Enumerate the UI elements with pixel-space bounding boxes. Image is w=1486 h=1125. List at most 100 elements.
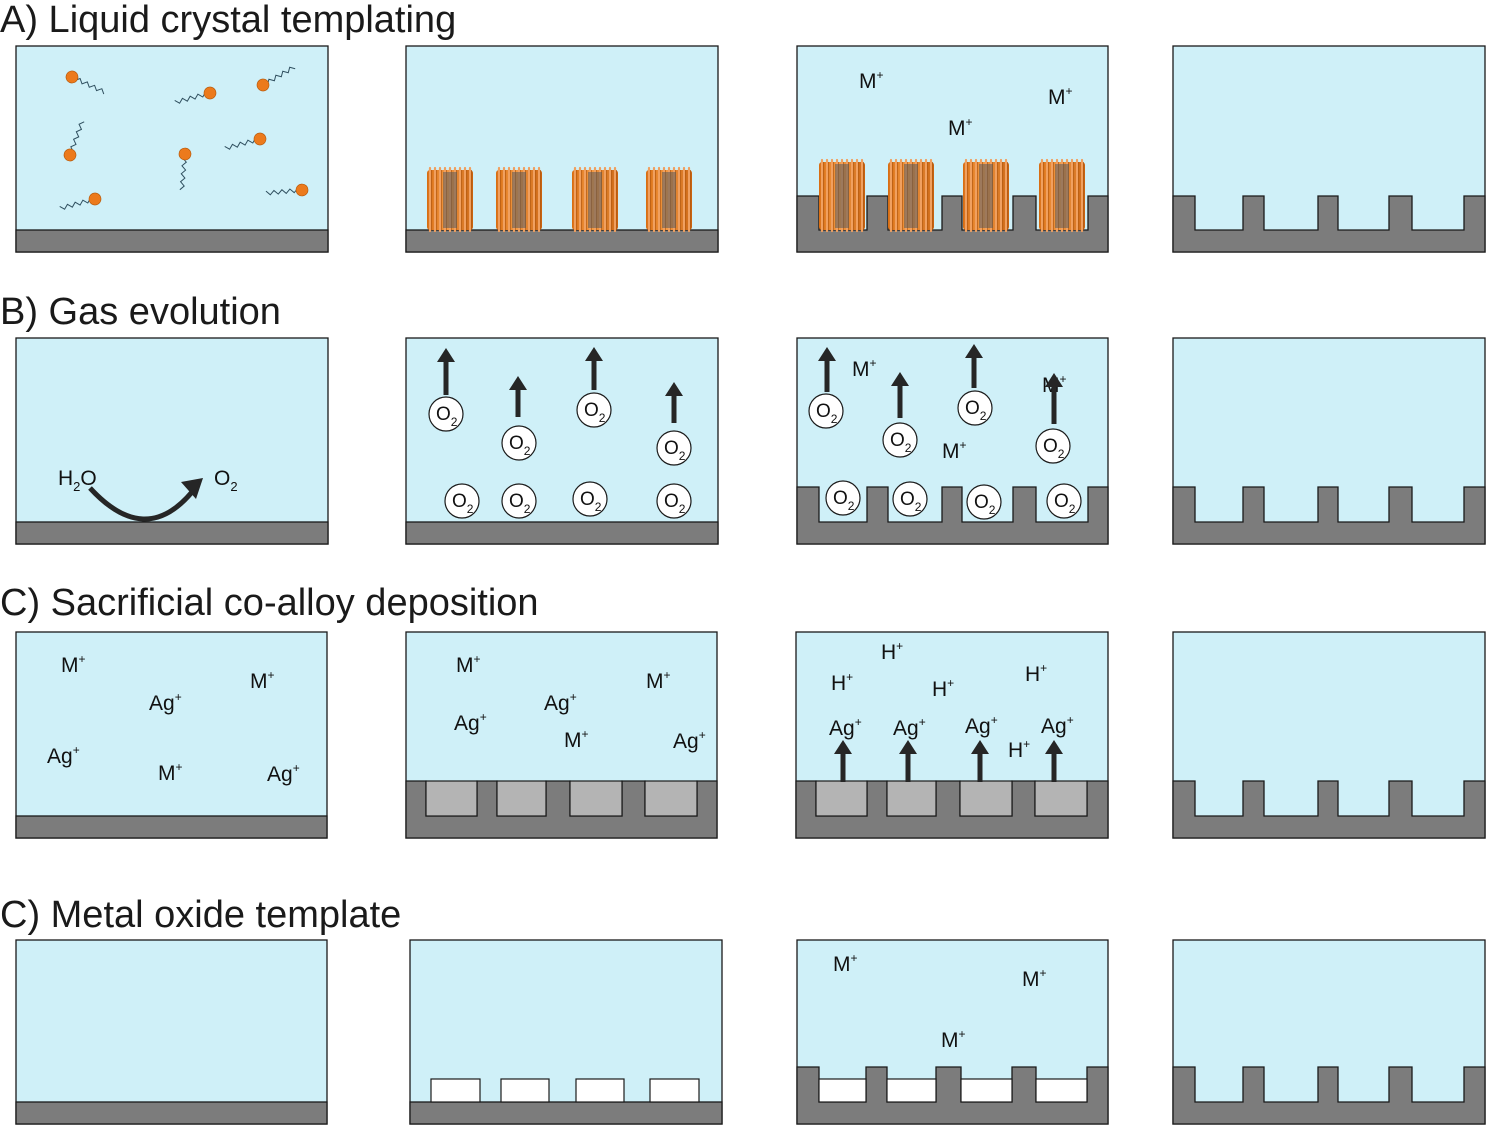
deposit-block	[1035, 1078, 1088, 1103]
up-arrow-icon	[965, 344, 983, 388]
surfactant-tail	[59, 197, 96, 210]
micelle-cylinder-icon	[819, 158, 865, 233]
micelle-core	[662, 172, 676, 228]
gas-bubble-icon: O2	[572, 481, 608, 517]
ion-metal: M+	[942, 438, 967, 463]
substrate	[15, 229, 329, 253]
surfactant-molecule-icon	[174, 86, 217, 104]
bubble-circle	[576, 392, 612, 428]
micelle-cylinder-icon	[646, 166, 692, 233]
substrate	[15, 521, 329, 545]
gas-bubble-icon: O2	[656, 483, 692, 519]
panel-a4	[1172, 45, 1486, 253]
deposit-block	[500, 1078, 550, 1103]
row-title-c2: C) Metal oxide template	[0, 894, 401, 936]
up-arrow-icon	[891, 372, 909, 418]
surfactant-molecule-icon	[178, 147, 192, 191]
gas-bubble-icon: O2	[957, 390, 993, 426]
bubble-label: O2	[833, 488, 855, 513]
porous-substrate	[1172, 195, 1486, 253]
micelle-cylinder-icon	[572, 166, 618, 233]
surfactant-head	[63, 148, 77, 162]
ion-label: Ag+	[454, 710, 487, 735]
ion-label: H+	[1008, 737, 1030, 762]
bubble-label: O2	[965, 398, 987, 423]
up-arrow-icon	[509, 376, 527, 417]
oxygen-label: O2	[214, 467, 238, 494]
surfactant-molecule-icon	[59, 192, 102, 210]
gas-bubble-icon: O2	[1046, 483, 1082, 519]
bubble-circle	[444, 483, 480, 519]
deposit-block	[575, 1078, 625, 1103]
micelle-cylinder-icon	[1039, 158, 1085, 233]
surfactant-tail	[71, 76, 105, 95]
ion-label: Ag+	[1041, 713, 1074, 738]
row-title-b: B) Gas evolution	[0, 291, 281, 333]
row-title-c1: C) Sacrificial co-alloy deposition	[0, 582, 539, 624]
bubble-circle	[957, 390, 993, 426]
bubble-circle	[808, 393, 844, 429]
panel-a3: M+ M+ M+	[796, 45, 1109, 253]
ion-metal: M+	[948, 115, 973, 140]
gas-bubble-icon: O2	[444, 483, 480, 519]
panel-c1-1: M+M+M+Ag+Ag+Ag+	[15, 631, 328, 839]
ion-label: M+	[564, 727, 589, 752]
substrate	[409, 1101, 723, 1125]
bubble-label: O2	[452, 491, 474, 516]
micelle-core	[979, 164, 993, 228]
surfactant-tail	[224, 137, 261, 150]
bubble-circle	[572, 481, 608, 517]
bubble-circle	[882, 422, 918, 458]
ion-label: Ag+	[673, 728, 706, 753]
gas-bubble-icon: O2	[1035, 428, 1071, 464]
arrow-head	[585, 347, 603, 361]
gas-bubble-icon: O2	[882, 422, 918, 458]
substrate	[15, 815, 328, 839]
gas-bubble-icon: O2	[966, 484, 1002, 520]
bubble-circle	[656, 483, 692, 519]
bubble-label: O2	[509, 433, 531, 458]
curved-arrow-path	[88, 486, 194, 522]
up-arrow-icon	[971, 740, 989, 782]
micelle-cylinder-icon	[888, 158, 934, 233]
porous-substrate	[1172, 486, 1486, 545]
panel-c2-3: M+M+M+	[796, 939, 1109, 1125]
up-arrow-icon	[585, 347, 603, 390]
ion-label: H+	[932, 676, 954, 701]
bubble-label: O2	[974, 492, 996, 517]
panel-a2	[405, 45, 719, 253]
ion-label: Ag+	[149, 690, 182, 715]
panel-b4	[1172, 337, 1486, 545]
bubble-circle	[1046, 483, 1082, 519]
deposit-block	[886, 780, 937, 817]
water-label: H2O	[58, 467, 97, 494]
ion-label: H+	[881, 639, 903, 664]
micelle-core	[512, 172, 526, 228]
surfactant-head	[178, 147, 192, 161]
gas-bubble-icon: O2	[656, 430, 692, 466]
bubble-label: O2	[436, 404, 458, 429]
ion-label: M+	[833, 951, 858, 976]
bubble-label: O2	[664, 438, 686, 463]
up-arrow-icon	[818, 347, 836, 392]
ion-label: M+	[941, 1027, 966, 1052]
ion-metal: M+	[1048, 84, 1073, 109]
up-arrow-icon	[1045, 740, 1063, 782]
curved-arrow-head	[181, 478, 203, 499]
bubble-label: O2	[509, 491, 531, 516]
panel-c2-2	[409, 939, 723, 1125]
surfactant-molecule-icon	[256, 66, 296, 92]
deposit-block	[649, 1078, 700, 1103]
ion-metal: M+	[859, 68, 884, 93]
ion-label: M+	[250, 668, 275, 693]
surfactant-head	[295, 183, 309, 197]
bubble-label: O2	[664, 491, 686, 516]
gas-bubble-icon: O2	[892, 481, 928, 517]
bubble-label: O2	[890, 430, 912, 455]
micelle-core	[443, 172, 457, 228]
ion-metal: M+	[852, 356, 877, 381]
deposit-block	[1034, 780, 1088, 817]
surfactant-head	[256, 78, 270, 92]
